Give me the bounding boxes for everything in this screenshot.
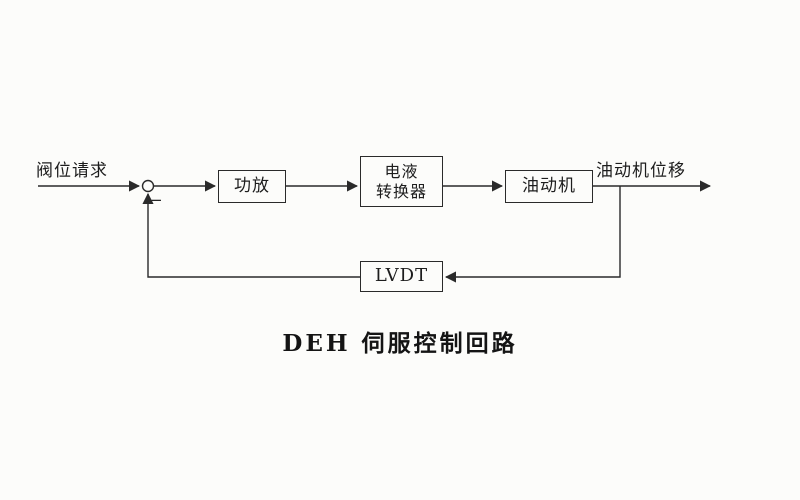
summing-junction bbox=[141, 179, 155, 193]
lvdt-to-junction-arrow bbox=[142, 192, 360, 278]
block-converter-label-line1: 电液 bbox=[384, 161, 419, 181]
block-lvdt: LVDT bbox=[360, 261, 443, 292]
minus-sign: − bbox=[150, 191, 163, 209]
block-servomotor: 油动机 bbox=[505, 170, 593, 203]
block-servomotor-label: 油动机 bbox=[522, 175, 576, 196]
feedback-to-lvdt-arrow bbox=[444, 186, 621, 283]
block-converter-label-line2: 转换器 bbox=[375, 181, 427, 201]
diagram-caption: DEH 伺服控制回路 bbox=[282, 330, 518, 357]
block-electrohydraulic-converter: 电液 转换器 bbox=[360, 156, 443, 207]
block-converter-label: 电液 转换器 bbox=[376, 162, 427, 202]
output-label: 油动机位移 bbox=[596, 161, 686, 181]
block-amplifier: 功放 bbox=[218, 170, 286, 203]
block-amplifier-label: 功放 bbox=[234, 175, 270, 196]
input-label: 阀位请求 bbox=[36, 161, 108, 181]
block-lvdt-label: LVDT bbox=[374, 265, 429, 287]
